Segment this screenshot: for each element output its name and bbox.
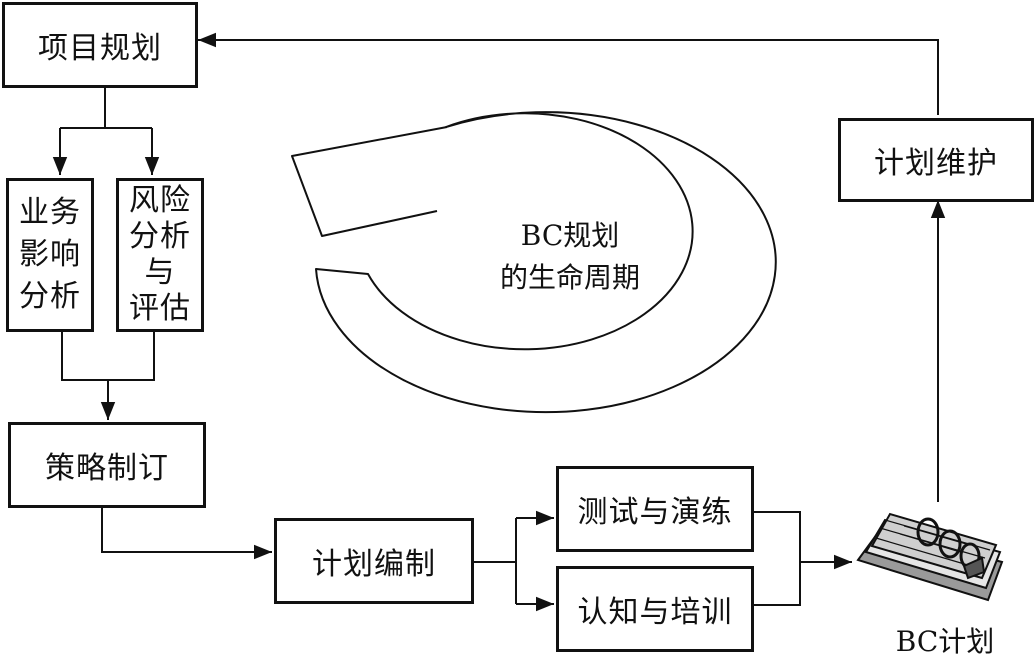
project-planning-box: 项目规划 bbox=[2, 2, 198, 88]
risk-line-4: 评估 bbox=[129, 291, 191, 326]
bc-plan-caption: BC计划 bbox=[895, 625, 995, 658]
connector-line bbox=[754, 511, 801, 606]
testing-exercise-box: 测试与演练 bbox=[556, 466, 754, 552]
cycle-label: BC规划 的生命周期 bbox=[470, 215, 670, 299]
plan-maintenance-label: 计划维护 bbox=[874, 146, 998, 181]
project-planning-label: 项目规划 bbox=[38, 31, 162, 66]
cycle-label-line-1: BC规划 bbox=[520, 219, 620, 252]
impact-line-2: 影响 bbox=[19, 237, 81, 272]
business-impact-analysis-box: 业务 影响 分析 bbox=[6, 178, 94, 332]
strategy-box: 策略制订 bbox=[8, 422, 206, 508]
impact-line-1: 业务 bbox=[19, 195, 81, 230]
training-label: 认知与培训 bbox=[577, 595, 733, 630]
risk-line-3: 与 bbox=[144, 255, 176, 290]
plan-development-label: 计划编制 bbox=[312, 547, 436, 582]
arrow-to-plan-dev bbox=[101, 508, 272, 560]
plan-development-box: 计划编制 bbox=[274, 518, 474, 604]
arrow-to-project-planning bbox=[198, 32, 939, 115]
strategy-label: 策略制订 bbox=[45, 451, 169, 486]
risk-assessment-box: 风险 分析 与 评估 bbox=[116, 178, 204, 332]
connector-line bbox=[61, 330, 155, 381]
plan-maintenance-box: 计划维护 bbox=[838, 118, 1034, 202]
impact-line-3: 分析 bbox=[19, 279, 81, 314]
risk-line-2: 分析 bbox=[129, 219, 191, 254]
connectors bbox=[52, 32, 946, 612]
testing-label: 测试与演练 bbox=[577, 495, 733, 530]
cycle-arrow-icon bbox=[291, 111, 777, 414]
awareness-training-box: 认知与培训 bbox=[556, 566, 754, 652]
binder-notebook-icon bbox=[856, 512, 1004, 602]
risk-line-1: 风险 bbox=[129, 183, 191, 218]
cycle-label-line-2: 的生命周期 bbox=[499, 261, 640, 294]
